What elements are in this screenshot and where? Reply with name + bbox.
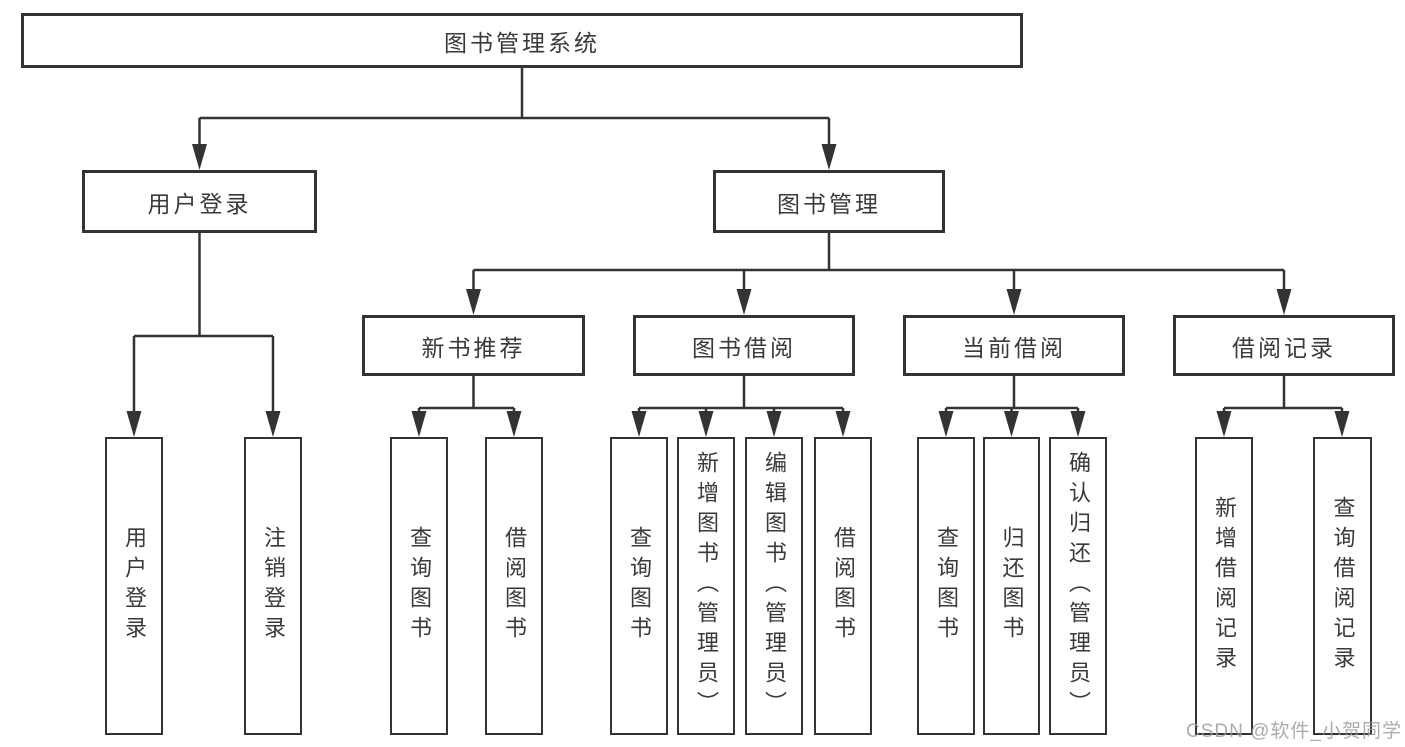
leaf-label: 查询图书 <box>627 526 652 646</box>
leaf-borrow-books-recommend: 借阅图书 <box>485 437 543 735</box>
leaf-logout: 注销登录 <box>244 437 302 735</box>
csdn-watermark: CSDN @软件_小贺同学 <box>1186 721 1402 742</box>
arrowheads <box>126 144 1350 437</box>
leaf-add-borrow-record: 新增借阅记录 <box>1195 437 1253 735</box>
leaf-borrow-books: 借阅图书 <box>814 437 872 735</box>
node-label: 图书管理 <box>777 190 881 217</box>
leaf-label: 借阅图书 <box>502 526 527 646</box>
node-label: 当前借阅 <box>962 334 1066 361</box>
node-label: 用户登录 <box>147 190 252 217</box>
leaf-label: 新增借阅记录 <box>1212 496 1237 676</box>
leaf-label: 确认归还（管理员） <box>1066 451 1091 721</box>
leaf-label: 归还图书 <box>999 526 1025 646</box>
node-new-book-recommendation: 新书推荐 <box>362 315 585 376</box>
leaf-query-books-current: 查询图书 <box>917 437 975 735</box>
leaf-label: 编辑图书（管理员） <box>762 451 787 721</box>
node-book-management: 图书管理 <box>713 170 945 233</box>
leaf-query-borrow-record: 查询借阅记录 <box>1313 437 1372 735</box>
leaf-label: 新增图书（管理员） <box>694 451 719 721</box>
node-borrowing-records: 借阅记录 <box>1173 315 1395 376</box>
node-current-borrowing: 当前借阅 <box>903 315 1125 376</box>
node-label: 图书管理系统 <box>444 29 600 56</box>
leaf-label: 查询图书 <box>407 526 432 646</box>
leaf-query-books-borrowing: 查询图书 <box>610 437 668 735</box>
leaf-confirm-return-admin: 确认归还（管理员） <box>1049 437 1107 735</box>
leaf-label: 查询图书 <box>934 526 959 646</box>
leaf-user-login: 用户登录 <box>105 437 163 735</box>
leaf-return-book: 归还图书 <box>983 437 1040 735</box>
leaf-label: 用户登录 <box>122 526 147 646</box>
node-label: 借阅记录 <box>1232 334 1336 361</box>
leaf-label: 查询借阅记录 <box>1330 496 1356 676</box>
leaf-add-book-admin: 新增图书（管理员） <box>677 437 735 735</box>
leaf-label: 注销登录 <box>261 526 286 646</box>
node-library-management-system: 图书管理系统 <box>21 13 1023 68</box>
leaf-query-books-recommend: 查询图书 <box>390 437 448 735</box>
leaf-edit-book-admin: 编辑图书（管理员） <box>745 437 803 735</box>
node-book-borrowing: 图书借阅 <box>633 315 855 376</box>
node-label: 新书推荐 <box>421 334 526 361</box>
leaf-label: 借阅图书 <box>831 526 856 646</box>
node-label: 图书借阅 <box>692 334 796 361</box>
node-user-login: 用户登录 <box>82 170 317 233</box>
